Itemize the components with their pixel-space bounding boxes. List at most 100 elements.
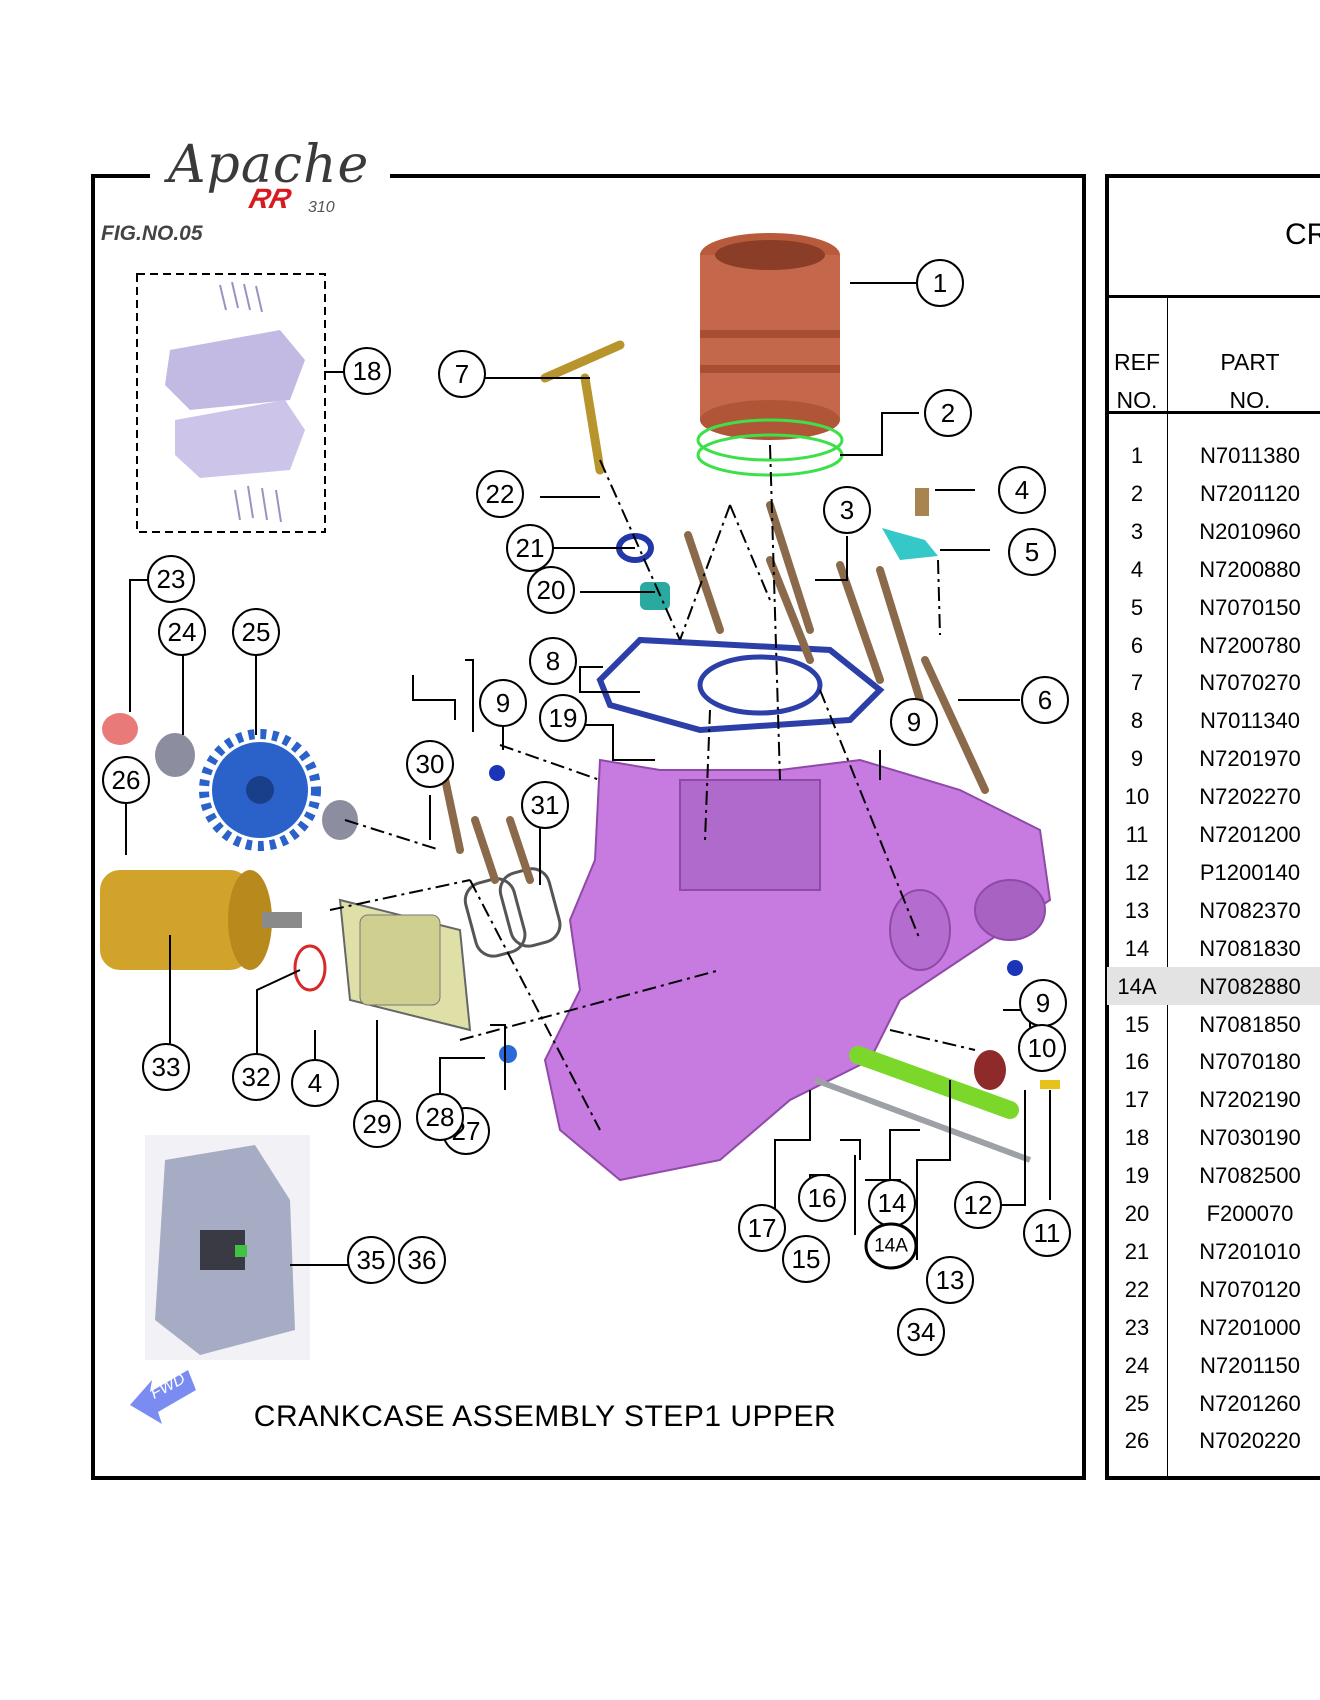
part-number: N7070270 xyxy=(1199,670,1301,696)
callout-label: 9 xyxy=(907,707,921,737)
callout-bubble xyxy=(158,608,206,656)
part-number: N7081830 xyxy=(1199,935,1301,961)
figure-number: FIG.NO.05 xyxy=(101,222,203,245)
callout-bubble xyxy=(529,637,577,685)
callout-label: 6 xyxy=(1038,685,1052,715)
callout-group: 123445678999101112131414A151617181920212… xyxy=(102,259,1071,1356)
callout-bubble xyxy=(539,694,587,742)
inset-box-18 xyxy=(136,273,326,533)
cooler-gaskets-33 xyxy=(463,867,562,958)
ref-number: 12 xyxy=(1124,859,1150,885)
ref-number: 25 xyxy=(1124,1390,1150,1416)
callout-label: 10 xyxy=(1028,1033,1057,1063)
ref-number: 23 xyxy=(1124,1314,1150,1340)
cap-12 xyxy=(974,1050,1006,1090)
ref-number: 6 xyxy=(1130,632,1144,658)
ref-number: 22 xyxy=(1124,1276,1150,1302)
ref-number: 20 xyxy=(1124,1201,1150,1226)
column-header-ref-line2: NO. xyxy=(1116,387,1158,413)
callout-label: 13 xyxy=(936,1265,965,1295)
table-column-rule xyxy=(1167,298,1168,1478)
callout-label: 21 xyxy=(516,533,545,563)
plug-9a xyxy=(489,765,505,781)
callout-label: 16 xyxy=(808,1183,837,1213)
part-number: N7201260 xyxy=(1199,1390,1301,1416)
ref-number: 9 xyxy=(1130,746,1144,772)
callout-label: 18 xyxy=(353,356,382,386)
callout-bubble xyxy=(782,1235,830,1283)
table-header-rule xyxy=(1105,411,1320,414)
part-number: N7201120 xyxy=(1200,480,1300,506)
ref-number: 17 xyxy=(1124,1087,1150,1113)
cylinder-bolts xyxy=(436,501,989,884)
ref-number: 2 xyxy=(1130,480,1144,506)
callout-bubble xyxy=(1021,676,1069,724)
tube-36 xyxy=(849,1046,1019,1119)
ref-number: 3 xyxy=(1130,518,1144,544)
table-row: 14 N7081830 xyxy=(1107,929,1320,967)
callout-bubble xyxy=(897,1308,945,1356)
callout-bubble xyxy=(916,259,964,307)
callout-bubble xyxy=(142,1043,190,1091)
column-header-part-line2: NO. xyxy=(1229,387,1271,413)
callout-bubble xyxy=(1023,1209,1071,1257)
ref-number: 7 xyxy=(1130,670,1144,696)
callout-bubble xyxy=(398,1236,446,1284)
ref-number: 19 xyxy=(1124,1163,1150,1189)
callout-bubble xyxy=(521,781,569,829)
part-number: N7020220 xyxy=(1199,1428,1301,1454)
callout-label: 35 xyxy=(357,1245,386,1275)
engine-assembly-thumbnail xyxy=(145,1135,310,1360)
callout-label: 14A xyxy=(874,1236,908,1257)
part-number: N7200880 xyxy=(1199,556,1301,582)
gear-part xyxy=(199,729,321,851)
clip-5 xyxy=(882,528,938,560)
callout-label: 25 xyxy=(242,617,271,647)
part-number: N7202270 xyxy=(1199,784,1301,810)
callout-bubble xyxy=(954,1181,1002,1229)
ref-number: 13 xyxy=(1124,897,1150,923)
lever-part xyxy=(540,340,625,475)
ref-number: 14 xyxy=(1124,935,1150,961)
callout-label: 14 xyxy=(878,1188,907,1218)
o-ring-34 xyxy=(293,944,327,992)
callout-label: 9 xyxy=(496,688,510,718)
part-number: N7011340 xyxy=(1200,708,1300,734)
part-number: N7070150 xyxy=(1199,594,1301,620)
callout-label: 12 xyxy=(964,1190,993,1220)
part-number: N7202190 xyxy=(1199,1087,1301,1113)
part-number: N7201000 xyxy=(1199,1314,1301,1340)
parts-table xyxy=(1105,174,1320,1480)
column-header-ref: REF NO. xyxy=(1107,343,1167,419)
callout-label: 32 xyxy=(242,1062,271,1092)
callout-bubble xyxy=(416,1093,464,1141)
logo-rr: RR xyxy=(245,183,295,214)
callout-bubble xyxy=(926,1256,974,1304)
callout-bubble xyxy=(798,1174,846,1222)
column-header-ref-line1: REF xyxy=(1114,349,1160,375)
callout-bubble xyxy=(232,1053,280,1101)
callout-bubble xyxy=(476,470,524,518)
ref-number: 1 xyxy=(1130,443,1144,468)
part-number: N7011380 xyxy=(1200,443,1300,468)
table-row: 23 N7201000 xyxy=(1107,1308,1320,1346)
rod-16 xyxy=(813,1077,1032,1163)
callout-bubble xyxy=(890,698,938,746)
callout-label: 20 xyxy=(537,575,566,605)
gasket-part xyxy=(596,636,885,734)
logo-word: Apache xyxy=(168,135,370,195)
callout-bubble xyxy=(438,350,486,398)
ref-number: 24 xyxy=(1124,1352,1150,1378)
callout-label: 7 xyxy=(455,359,469,389)
callout-label: 8 xyxy=(546,646,560,676)
part-number: N2010960 xyxy=(1199,518,1301,544)
ref-number: 16 xyxy=(1124,1049,1150,1075)
